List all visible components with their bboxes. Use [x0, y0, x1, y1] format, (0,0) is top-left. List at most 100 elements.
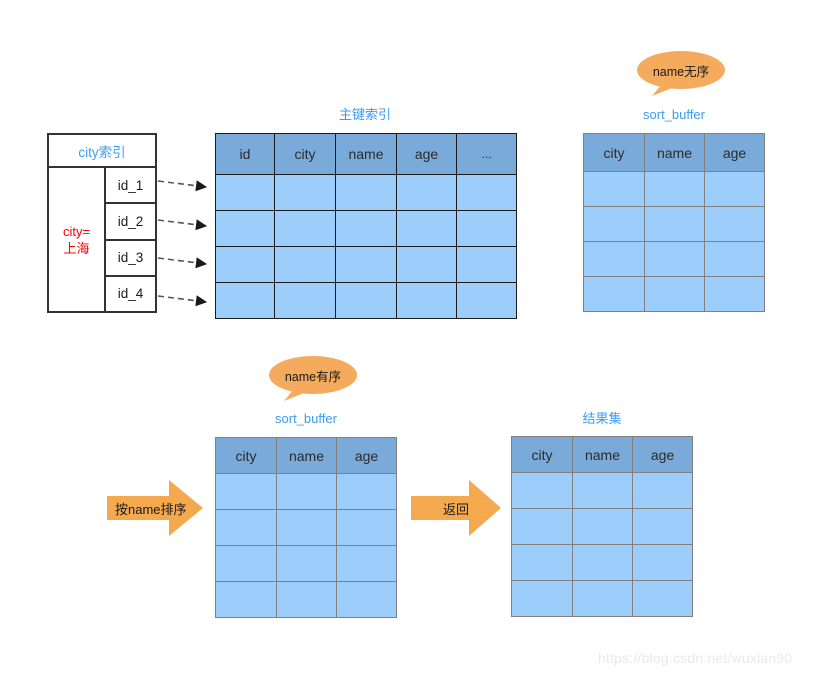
table-row — [583, 241, 765, 277]
table-cell — [335, 246, 397, 283]
table-cell — [632, 508, 693, 545]
table-cell — [632, 472, 693, 509]
primary-index-table: id city name age ... — [215, 133, 517, 319]
table-cell — [335, 210, 397, 247]
table-header-row: id city name age ... — [215, 133, 517, 175]
table-cell — [276, 509, 337, 546]
table-row — [511, 544, 693, 581]
table-cell — [456, 174, 517, 211]
table-cell — [511, 508, 573, 545]
table-header-row: city name age — [511, 436, 693, 473]
table-cell — [336, 545, 397, 582]
column-header: city — [583, 133, 645, 172]
column-header: age — [396, 133, 457, 175]
table-row — [215, 282, 517, 319]
table-row — [583, 206, 765, 242]
table-row — [215, 246, 517, 283]
table-row — [215, 545, 397, 582]
column-header: city — [274, 133, 336, 175]
table-cell — [644, 206, 705, 242]
table-cell — [704, 206, 765, 242]
table-cell — [456, 210, 517, 247]
table-cell — [704, 241, 765, 277]
column-header: ... — [456, 133, 517, 175]
table-cell — [276, 473, 337, 510]
primary-index-label: 主键索引 — [338, 107, 391, 122]
sort-buffer-unsorted-label: sort_buffer — [643, 107, 705, 122]
city-index-box: city索引 city= 上海 id_1 id_2 id_3 id_4 — [47, 133, 157, 313]
table-cell — [274, 246, 336, 283]
return-arrow: 返回 — [411, 480, 501, 536]
city-index-title-text: city索引 — [78, 144, 126, 160]
table-cell — [215, 282, 275, 319]
table-cell — [632, 544, 693, 581]
table-header-row: city name age — [583, 133, 765, 172]
table-cell — [511, 544, 573, 581]
table-cell — [215, 246, 275, 283]
table-cell — [274, 210, 336, 247]
table-cell — [583, 171, 645, 207]
table-cell — [215, 545, 277, 582]
table-cell — [396, 174, 457, 211]
city-index-id-cell: id_1 — [106, 168, 155, 205]
table-cell — [276, 545, 337, 582]
sort-by-name-arrow: 按name排序 — [107, 480, 203, 536]
table-cell — [456, 246, 517, 283]
table-row — [215, 581, 397, 618]
table-row — [215, 473, 397, 510]
table-cell — [572, 472, 633, 509]
table-cell — [632, 580, 693, 617]
column-header: name — [276, 437, 337, 474]
table-cell — [644, 171, 705, 207]
table-cell — [704, 171, 765, 207]
city-index-id-cell: id_3 — [106, 240, 155, 277]
table-cell — [583, 206, 645, 242]
sort-buffer-unsorted-table: city name age — [583, 133, 765, 312]
column-header: age — [632, 436, 693, 473]
column-header: age — [704, 133, 765, 172]
table-cell — [274, 174, 336, 211]
table-row — [583, 171, 765, 207]
table-row — [583, 276, 765, 312]
city-index-title: city索引 — [49, 135, 155, 168]
column-header: name — [335, 133, 397, 175]
result-set-table: city name age — [511, 436, 693, 617]
city-index-condition-line1: city= — [62, 223, 91, 239]
result-set-label: 结果集 — [582, 411, 622, 426]
table-row — [511, 508, 693, 545]
column-header: name — [572, 436, 633, 473]
table-row — [215, 509, 397, 546]
table-cell — [456, 282, 517, 319]
city-index-body: city= 上海 id_1 id_2 id_3 id_4 — [49, 168, 155, 311]
table-header-row: city name age — [215, 437, 397, 474]
city-index-id-cell: id_2 — [106, 204, 155, 241]
table-cell — [336, 581, 397, 618]
table-cell — [276, 581, 337, 618]
table-row — [215, 210, 517, 247]
table-cell — [215, 509, 277, 546]
table-cell — [396, 282, 457, 319]
callout-name-sorted: name有序 — [268, 355, 358, 403]
table-cell — [335, 282, 397, 319]
column-header: age — [336, 437, 397, 474]
table-cell — [644, 276, 705, 312]
table-cell — [215, 174, 275, 211]
city-index-condition-line2: 上海 — [63, 240, 90, 256]
table-cell — [274, 282, 336, 319]
table-row — [215, 174, 517, 211]
sort-buffer-sorted-table: city name age — [215, 437, 397, 618]
city-index-condition: city= 上海 — [49, 168, 106, 311]
table-cell — [511, 472, 573, 509]
table-cell — [215, 581, 277, 618]
column-header: city — [215, 437, 277, 474]
table-cell — [572, 544, 633, 581]
table-cell — [396, 210, 457, 247]
sort-buffer-sorted-label: sort_buffer — [275, 411, 337, 426]
city-index-id-cell: id_4 — [106, 276, 155, 311]
table-cell — [572, 508, 633, 545]
table-cell — [335, 174, 397, 211]
table-cell — [704, 276, 765, 312]
table-cell — [572, 580, 633, 617]
column-header: city — [511, 436, 573, 473]
